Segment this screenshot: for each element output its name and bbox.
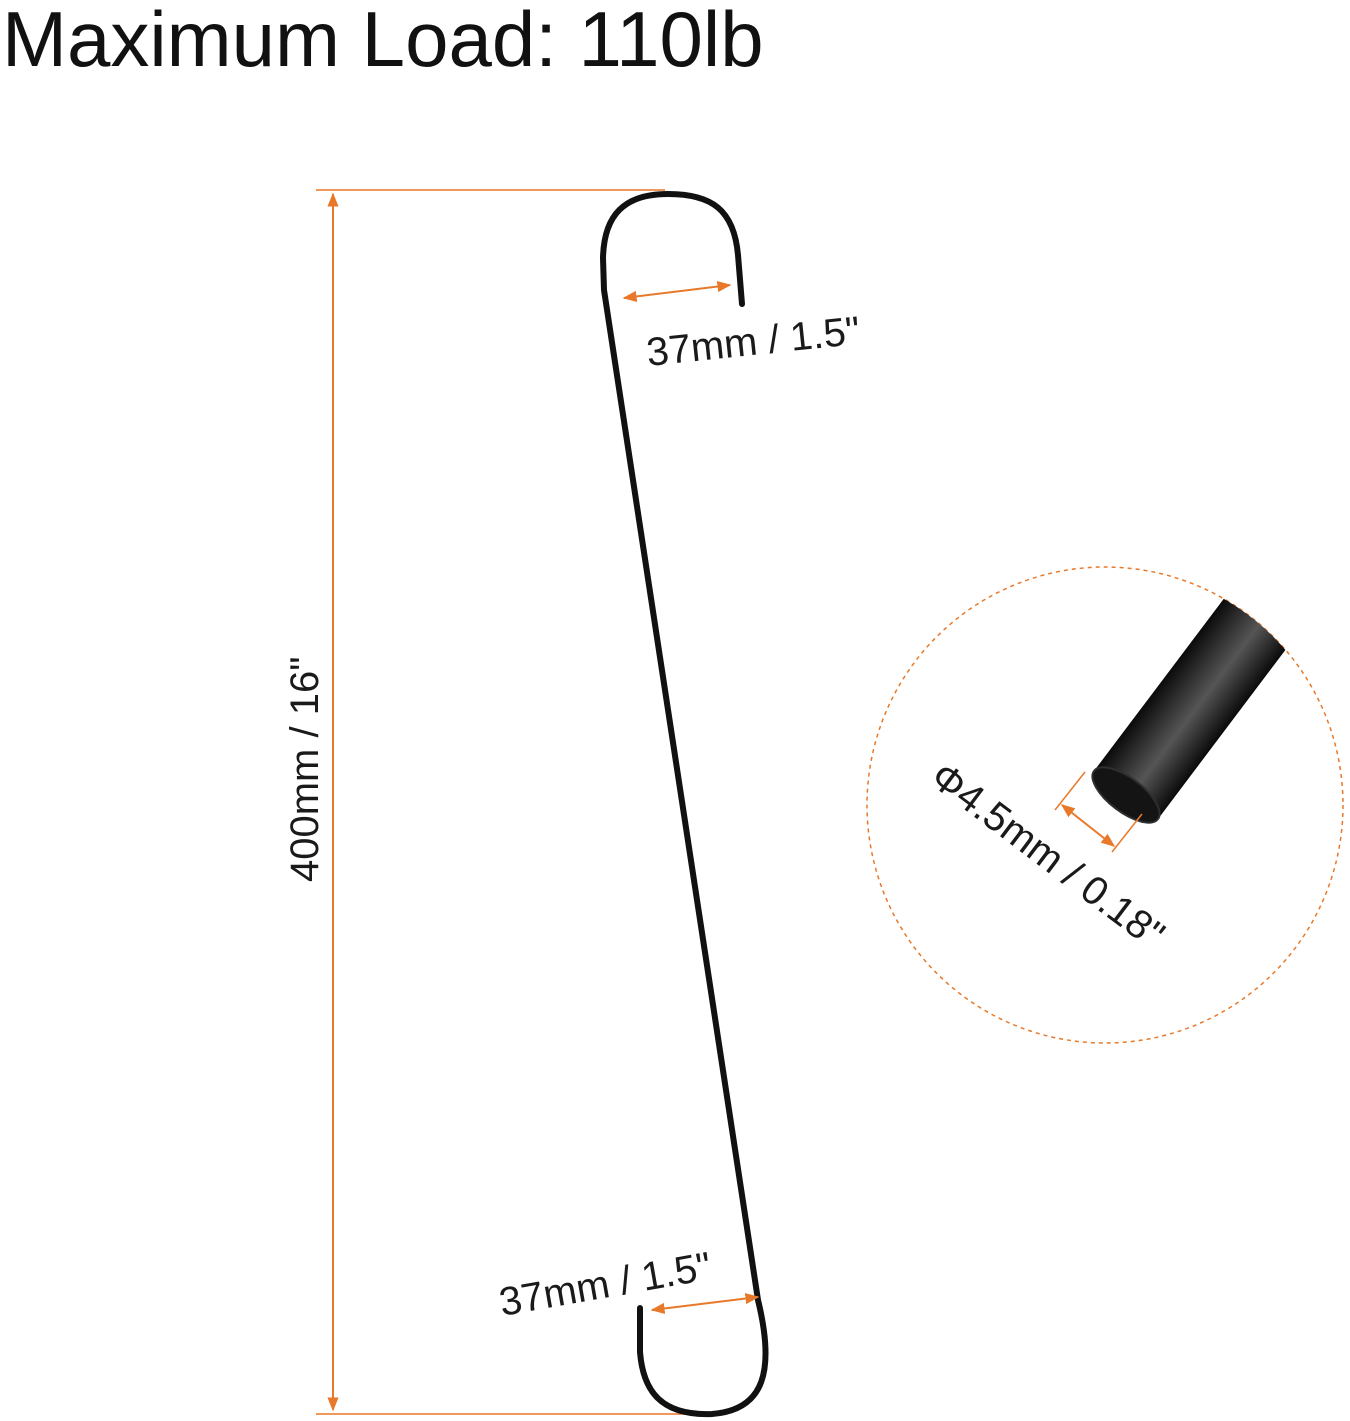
hook-body [599, 190, 769, 1418]
length-dimension: 400mm / 16" [283, 189, 720, 1415]
rod-closeup [1091, 567, 1315, 824]
bottom-opening-arrow [650, 1292, 760, 1315]
diameter-arrow [1060, 804, 1116, 847]
diameter-detail: Φ4.5mm / 0.18" [866, 566, 1344, 1044]
top-opening-label: 37mm / 1.5" [644, 309, 862, 375]
bottom-opening-dimension: 37mm / 1.5" [496, 1244, 760, 1325]
diameter-extension-left [1054, 771, 1086, 811]
page-title: Maximum Load: 110lb [2, 0, 764, 83]
length-label: 400mm / 16" [283, 657, 327, 882]
bottom-opening-label: 37mm / 1.5" [496, 1244, 715, 1325]
detail-circle [866, 566, 1344, 1044]
s-hook [599, 190, 769, 1418]
top-opening-arrow [622, 280, 732, 303]
diameter-extension-right [1111, 813, 1143, 853]
